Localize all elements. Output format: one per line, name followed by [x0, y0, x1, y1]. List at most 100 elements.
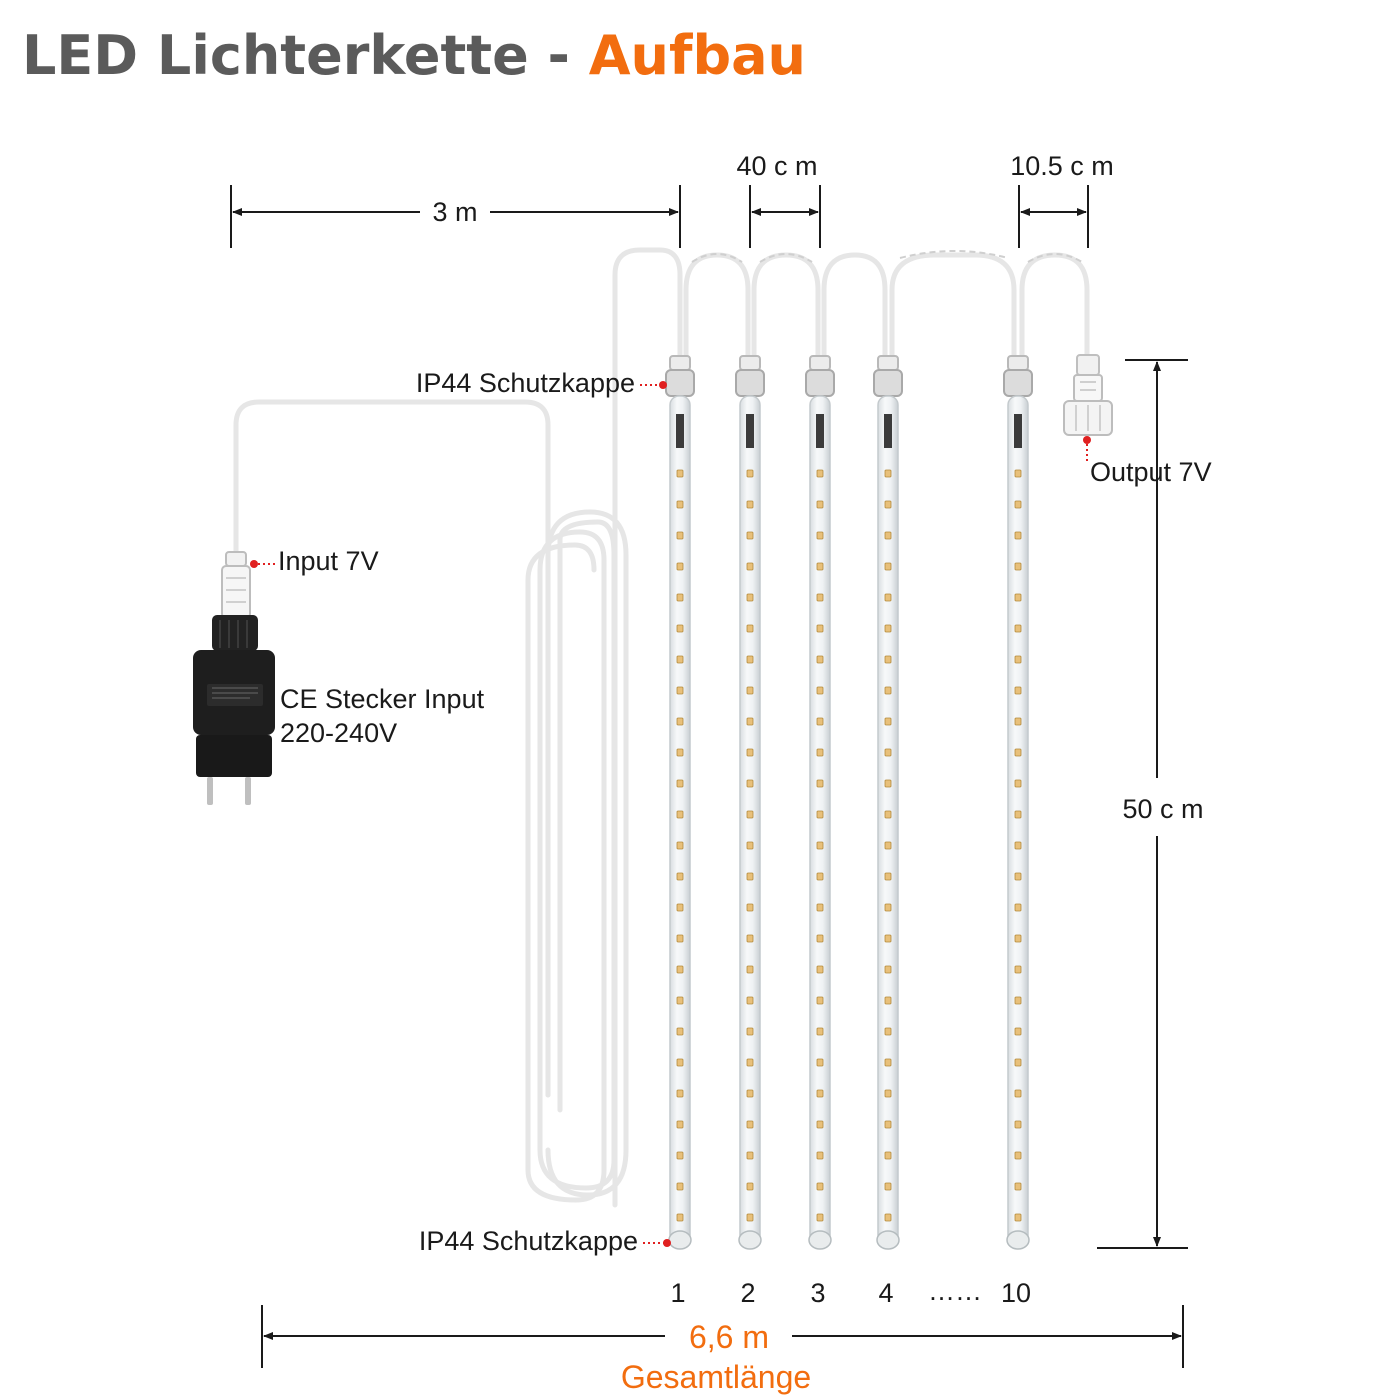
led-chip — [1014, 903, 1022, 912]
led-chip — [816, 841, 824, 850]
led-chip — [676, 1213, 684, 1222]
led-chip — [884, 810, 892, 819]
led-chip — [816, 965, 824, 974]
led-chip — [816, 872, 824, 881]
dimension-tube-spacing: 40 c m — [736, 151, 821, 248]
connector-icon — [665, 369, 695, 397]
connector-icon — [873, 369, 903, 397]
led-chip — [676, 593, 684, 602]
led-chip — [816, 593, 824, 602]
led-chip — [816, 1213, 824, 1222]
callouts: IP44 Schutzkappe IP44 Schutzkappe Input … — [250, 368, 1212, 1256]
led-chip — [746, 1027, 754, 1036]
led-chip — [884, 1027, 892, 1036]
led-chip — [676, 1089, 684, 1098]
led-chip — [1014, 1058, 1022, 1067]
marker-dot-icon — [663, 1239, 671, 1247]
output-label: Output 7V — [1090, 457, 1212, 487]
led-chip — [746, 469, 754, 478]
led-chip — [816, 624, 824, 633]
led-chip — [746, 1213, 754, 1222]
tube-number-4: 4 — [878, 1278, 893, 1308]
output-connector-icon — [1063, 354, 1113, 436]
led-chip — [1014, 1151, 1022, 1160]
led-chip — [816, 717, 824, 726]
led-chip — [676, 717, 684, 726]
led-chip — [746, 686, 754, 695]
led-tube-2 — [735, 355, 765, 1250]
led-chip — [1014, 1120, 1022, 1129]
led-chip — [884, 1213, 892, 1222]
led-chip — [884, 934, 892, 943]
led-chip — [746, 934, 754, 943]
led-chip — [884, 1151, 892, 1160]
jumper-cables — [683, 252, 1090, 365]
led-chip — [1014, 562, 1022, 571]
led-chip — [676, 934, 684, 943]
led-chip — [884, 593, 892, 602]
led-chip — [676, 1182, 684, 1191]
led-chip — [1014, 593, 1022, 602]
led-chip — [816, 779, 824, 788]
led-tube-10 — [1003, 355, 1033, 1250]
led-chip — [1014, 1182, 1022, 1191]
led-chip — [1014, 686, 1022, 695]
led-chip — [816, 500, 824, 509]
total-length-label: Gesamtlänge — [621, 1359, 811, 1395]
led-chip — [676, 903, 684, 912]
led-chip — [816, 1089, 824, 1098]
led-chip — [746, 531, 754, 540]
led-chip — [816, 686, 824, 695]
dimension-cable-length: 3 m — [230, 185, 681, 248]
led-tube-4 — [873, 355, 903, 1250]
power-adapter-icon — [193, 615, 275, 805]
led-chip — [816, 562, 824, 571]
led-chip — [1014, 748, 1022, 757]
led-chip — [676, 1151, 684, 1160]
led-chip — [884, 779, 892, 788]
led-chip — [676, 686, 684, 695]
title-accent: Aufbau — [589, 24, 806, 87]
led-chip — [676, 531, 684, 540]
led-chip — [676, 779, 684, 788]
led-chip — [884, 1182, 892, 1191]
led-chip — [1014, 1089, 1022, 1098]
led-chip — [884, 686, 892, 695]
led-chip — [1014, 996, 1022, 1005]
led-chip — [1014, 717, 1022, 726]
led-chip — [746, 655, 754, 664]
tube-number-1: 1 — [670, 1278, 685, 1308]
led-chip — [884, 1120, 892, 1129]
led-chip — [884, 655, 892, 664]
led-chip — [676, 841, 684, 850]
led-tube-3 — [805, 355, 835, 1250]
led-chip — [676, 1058, 684, 1067]
led-chip — [884, 624, 892, 633]
led-chip — [1014, 810, 1022, 819]
led-chip — [676, 810, 684, 819]
end-spacing-value: 10.5 c m — [1010, 151, 1114, 181]
led-chip — [816, 810, 824, 819]
led-chip — [884, 469, 892, 478]
led-chip — [676, 965, 684, 974]
led-chip — [746, 810, 754, 819]
led-chip — [816, 934, 824, 943]
led-chip — [1014, 841, 1022, 850]
dimension-total-length: 6,6 m Gesamtlänge — [261, 1305, 1184, 1395]
marker-dot-icon — [659, 381, 667, 389]
led-chip — [676, 624, 684, 633]
tube-number-2: 2 — [740, 1278, 755, 1308]
led-chip — [1014, 469, 1022, 478]
led-chip — [884, 500, 892, 509]
led-chip — [884, 717, 892, 726]
led-chip — [676, 996, 684, 1005]
led-chip — [1014, 655, 1022, 664]
led-chip — [816, 903, 824, 912]
tube-length-value: 50 c m — [1122, 794, 1203, 824]
led-chip — [1014, 872, 1022, 881]
led-chip — [884, 996, 892, 1005]
marker-dot-icon — [250, 560, 258, 568]
connector-icon — [805, 369, 835, 397]
led-chip — [746, 1089, 754, 1098]
led-chip — [816, 748, 824, 757]
